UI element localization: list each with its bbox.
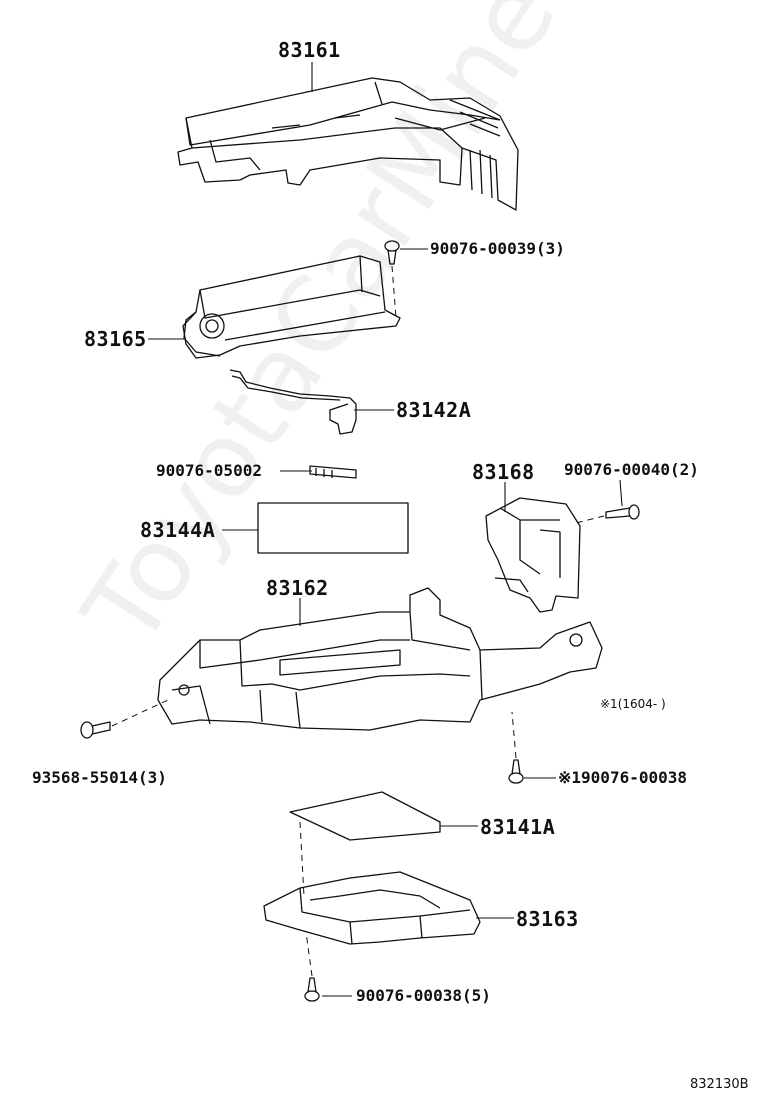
part-83142a-drawing [229,369,357,435]
label-83142a: 83142A [396,398,472,422]
screw-90076-00038-n1 [508,759,524,784]
part-83141a-drawing [289,791,441,841]
label-90076-00040: 90076-00040(2) [564,460,699,479]
label-83163: 83163 [516,907,579,931]
diagram-reference: 832130B [690,1077,749,1092]
leader-lines [148,62,623,997]
part-90076-05002-drawing [309,465,357,479]
bolt-90076-00040 [605,504,640,520]
screw-90076-00038-5 [304,977,320,1002]
label-90076-00039: 90076-00039(3) [430,239,565,258]
label-83144a: 83144A [140,518,216,542]
screw-93568-55014 [80,721,111,739]
label-83161: 83161 [278,38,341,62]
label-83162: 83162 [266,576,329,600]
part-83162-drawing [157,587,603,731]
part-83165-drawing [182,255,401,359]
label-83168: 83168 [472,460,535,484]
label-90076-00038-n1: ※190076-00038 [558,768,687,787]
part-83144a-drawing [257,502,409,554]
assembly-lines [111,265,605,977]
label-90076-00038-5: 90076-00038(5) [356,986,491,1005]
part-83161-drawing [177,77,519,211]
part-83163-drawing [263,871,481,945]
note-1604: ※1(1604- ) [600,697,666,711]
label-90076-05002: 90076-05002 [156,461,262,480]
label-83141a: 83141A [480,815,556,839]
bolt-90076-00039 [384,240,400,265]
label-93568-55014: 93568-55014(3) [32,768,167,787]
part-83168-drawing [485,497,581,613]
label-83165: 83165 [84,327,147,351]
